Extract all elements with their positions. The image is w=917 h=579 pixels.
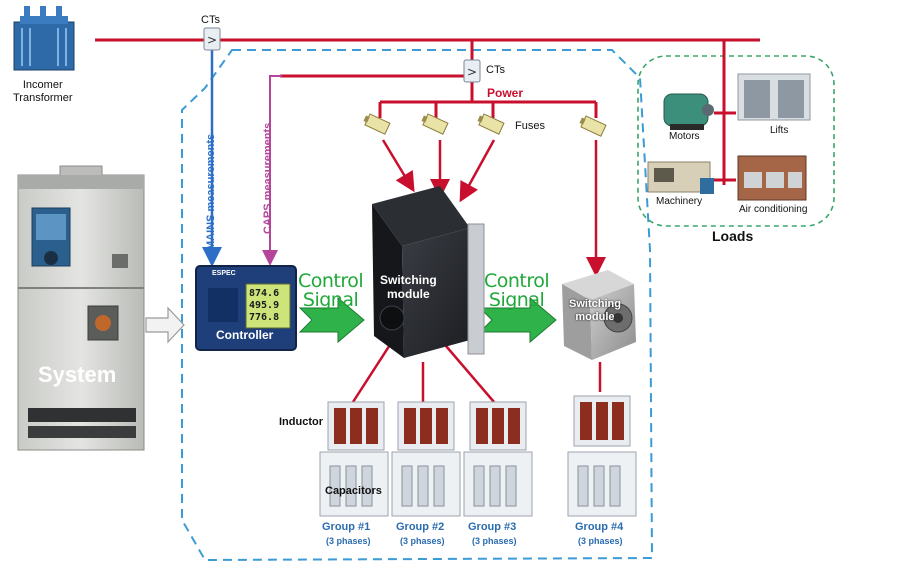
- svg-text:>: >: [467, 65, 477, 79]
- group-1-phases: (3 phases): [326, 536, 371, 546]
- controller-reading-2: 495.9: [249, 300, 280, 311]
- group-3-phases: (3 phases): [472, 536, 517, 546]
- control-signal-label-2: Control Signal: [484, 270, 550, 311]
- loads-label: Loads: [712, 228, 754, 244]
- capacitor-group-4: [567, 395, 637, 517]
- capacitors-label: Capacitors: [325, 485, 382, 497]
- mains-measurements-label: MAINS measurements: [205, 133, 217, 250]
- ct-sensor-mid: >: [463, 59, 481, 83]
- inductor-label: Inductor: [279, 416, 323, 428]
- controller-label: Controller: [216, 328, 274, 342]
- cts-top-label: CTs: [201, 14, 220, 26]
- incomer-transformer-label: Incomer Transformer: [13, 79, 73, 104]
- cts-mid-label: CTs: [486, 64, 505, 76]
- switching-module-2-label: Switching module: [569, 298, 621, 323]
- motors-label: Motors: [669, 131, 700, 142]
- group-4-phases: (3 phases): [578, 536, 623, 546]
- controller-device: [195, 265, 297, 351]
- ct-sensor-top: >: [203, 27, 221, 51]
- fuses-label: Fuses: [515, 120, 545, 132]
- system-cabinet-image: [17, 165, 145, 451]
- lifts-label: Lifts: [770, 125, 789, 136]
- control-signal-label-1: Control Signal: [298, 270, 364, 311]
- transformer-image: [13, 6, 75, 71]
- capacitor-group-3: [463, 401, 533, 517]
- air-conditioning-label: Air conditioning: [739, 204, 808, 215]
- caps-measurement-corner: [269, 75, 282, 78]
- switching-module-1-label: Switching module: [380, 273, 437, 301]
- caps-measurements-label: CAPS measurements: [262, 122, 274, 234]
- power-label: Power: [487, 86, 524, 100]
- group-4-name: Group #4: [575, 521, 624, 533]
- air-conditioning-image: [737, 155, 807, 201]
- group-1-name: Group #1: [322, 521, 371, 533]
- motors-image: [663, 93, 714, 130]
- system-label: System: [38, 362, 117, 387]
- group-2-phases: (3 phases): [400, 536, 445, 546]
- controller-reading-3: 776.8: [249, 312, 280, 323]
- system-boundary: [181, 49, 654, 562]
- lifts-image: [737, 73, 811, 121]
- group-3-name: Group #3: [468, 521, 517, 533]
- fuse-to-module-lines: [351, 139, 606, 403]
- machinery-label: Machinery: [656, 196, 703, 207]
- capacitor-group-1: [319, 401, 389, 517]
- switching-module-2-image: [562, 270, 636, 360]
- fuse-icon: [363, 113, 607, 137]
- system-to-controller-arrow: [145, 306, 185, 344]
- control-arrow-1: [298, 296, 365, 344]
- controller-reading-1: 874.6: [249, 288, 280, 299]
- controller-brand: ESPEC: [212, 270, 236, 277]
- control-arrow-2: [478, 296, 557, 344]
- svg-text:>: >: [207, 33, 217, 47]
- capacitor-group-2: [391, 401, 461, 517]
- switching-module-1-image: [372, 186, 485, 358]
- group-2-name: Group #2: [396, 521, 445, 533]
- machinery-image: [647, 161, 714, 194]
